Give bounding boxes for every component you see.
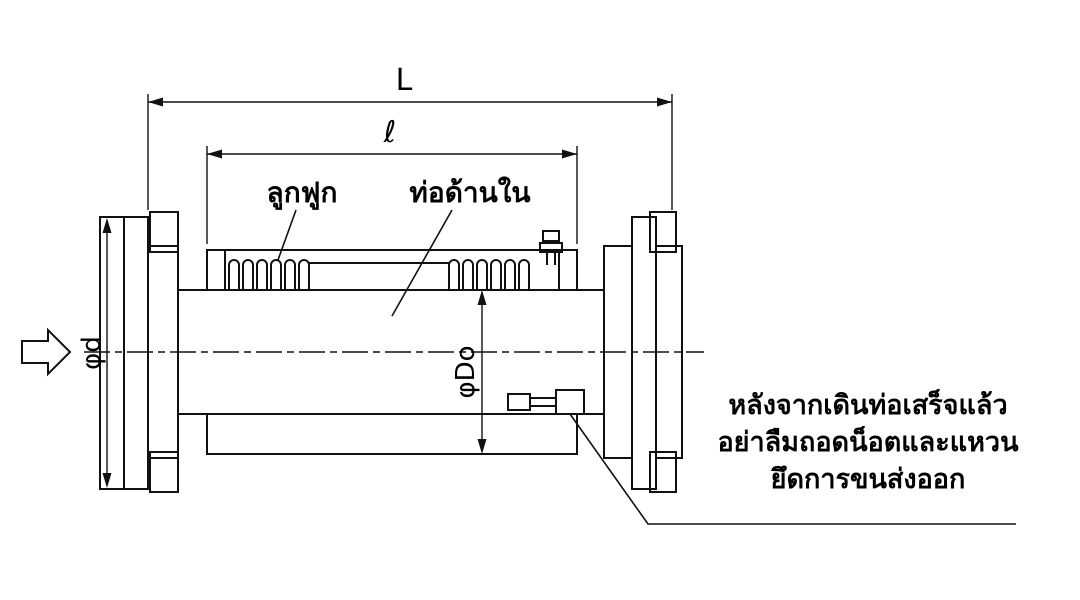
pipe-body <box>177 289 605 415</box>
left-flange-bolt-top <box>149 211 179 253</box>
bellows-label: ลูกฟูก <box>267 176 338 210</box>
bellows-corrugations-right <box>448 259 530 291</box>
note-leader-line <box>569 413 1016 525</box>
flow-arrow-icon <box>21 327 72 377</box>
bellows-unit <box>206 249 578 455</box>
bellows-corrugations-left <box>228 259 310 291</box>
phi-d-label: φd <box>77 336 107 370</box>
shipping-fixture-bottom <box>507 389 585 415</box>
dimension-outer-diameter: φDo <box>451 290 487 454</box>
bellows-leader-line <box>277 209 297 261</box>
right-flange <box>603 211 683 493</box>
bellows-callout: ลูกฟูก <box>267 176 338 261</box>
shipping-bolt-top <box>539 230 563 265</box>
phi-do-label: φDo <box>451 345 481 398</box>
inner-pipe-leader-line <box>391 209 453 317</box>
right-flange-bolt-top <box>649 211 677 253</box>
dimension-overall-length: L <box>147 63 673 210</box>
left-flange <box>99 211 179 493</box>
dimension-inlet-diameter: φd <box>77 218 112 488</box>
inner-pipe-callout: ท่อด้านใน <box>391 176 531 317</box>
note-line-1: หลังจากเดินท่อเสร็จแล้ว <box>728 387 1007 421</box>
inner-pipe-label: ท่อด้านใน <box>409 176 530 209</box>
note-line-2: อย่าลืมถอดน็อตและแหวน <box>717 424 1019 458</box>
dimension-l-label: ℓ <box>383 115 396 150</box>
right-flange-bolt-bottom <box>649 451 677 493</box>
dimension-inner-length: ℓ <box>206 115 578 244</box>
left-flange-bolt-bottom <box>149 451 179 493</box>
shipping-note-callout: หลังจากเดินท่อเสร็จแล้ว อย่าลืมถอดน็อตแล… <box>569 387 1019 525</box>
note-line-3: ยึดการขนส่งออก <box>770 464 965 495</box>
dimension-L-label: L <box>396 63 413 98</box>
